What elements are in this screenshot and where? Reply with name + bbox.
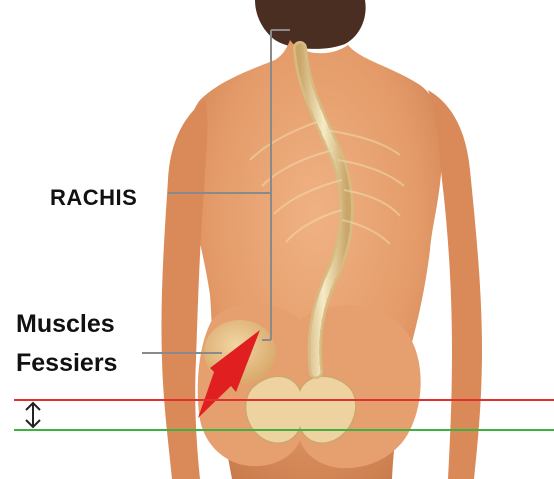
spine-label: RACHIS xyxy=(50,185,137,211)
glute-label-line1: Muscles xyxy=(16,310,115,339)
glute-label-line2: Fessiers xyxy=(16,349,117,378)
double-arrow-vertical-icon xyxy=(26,403,40,427)
